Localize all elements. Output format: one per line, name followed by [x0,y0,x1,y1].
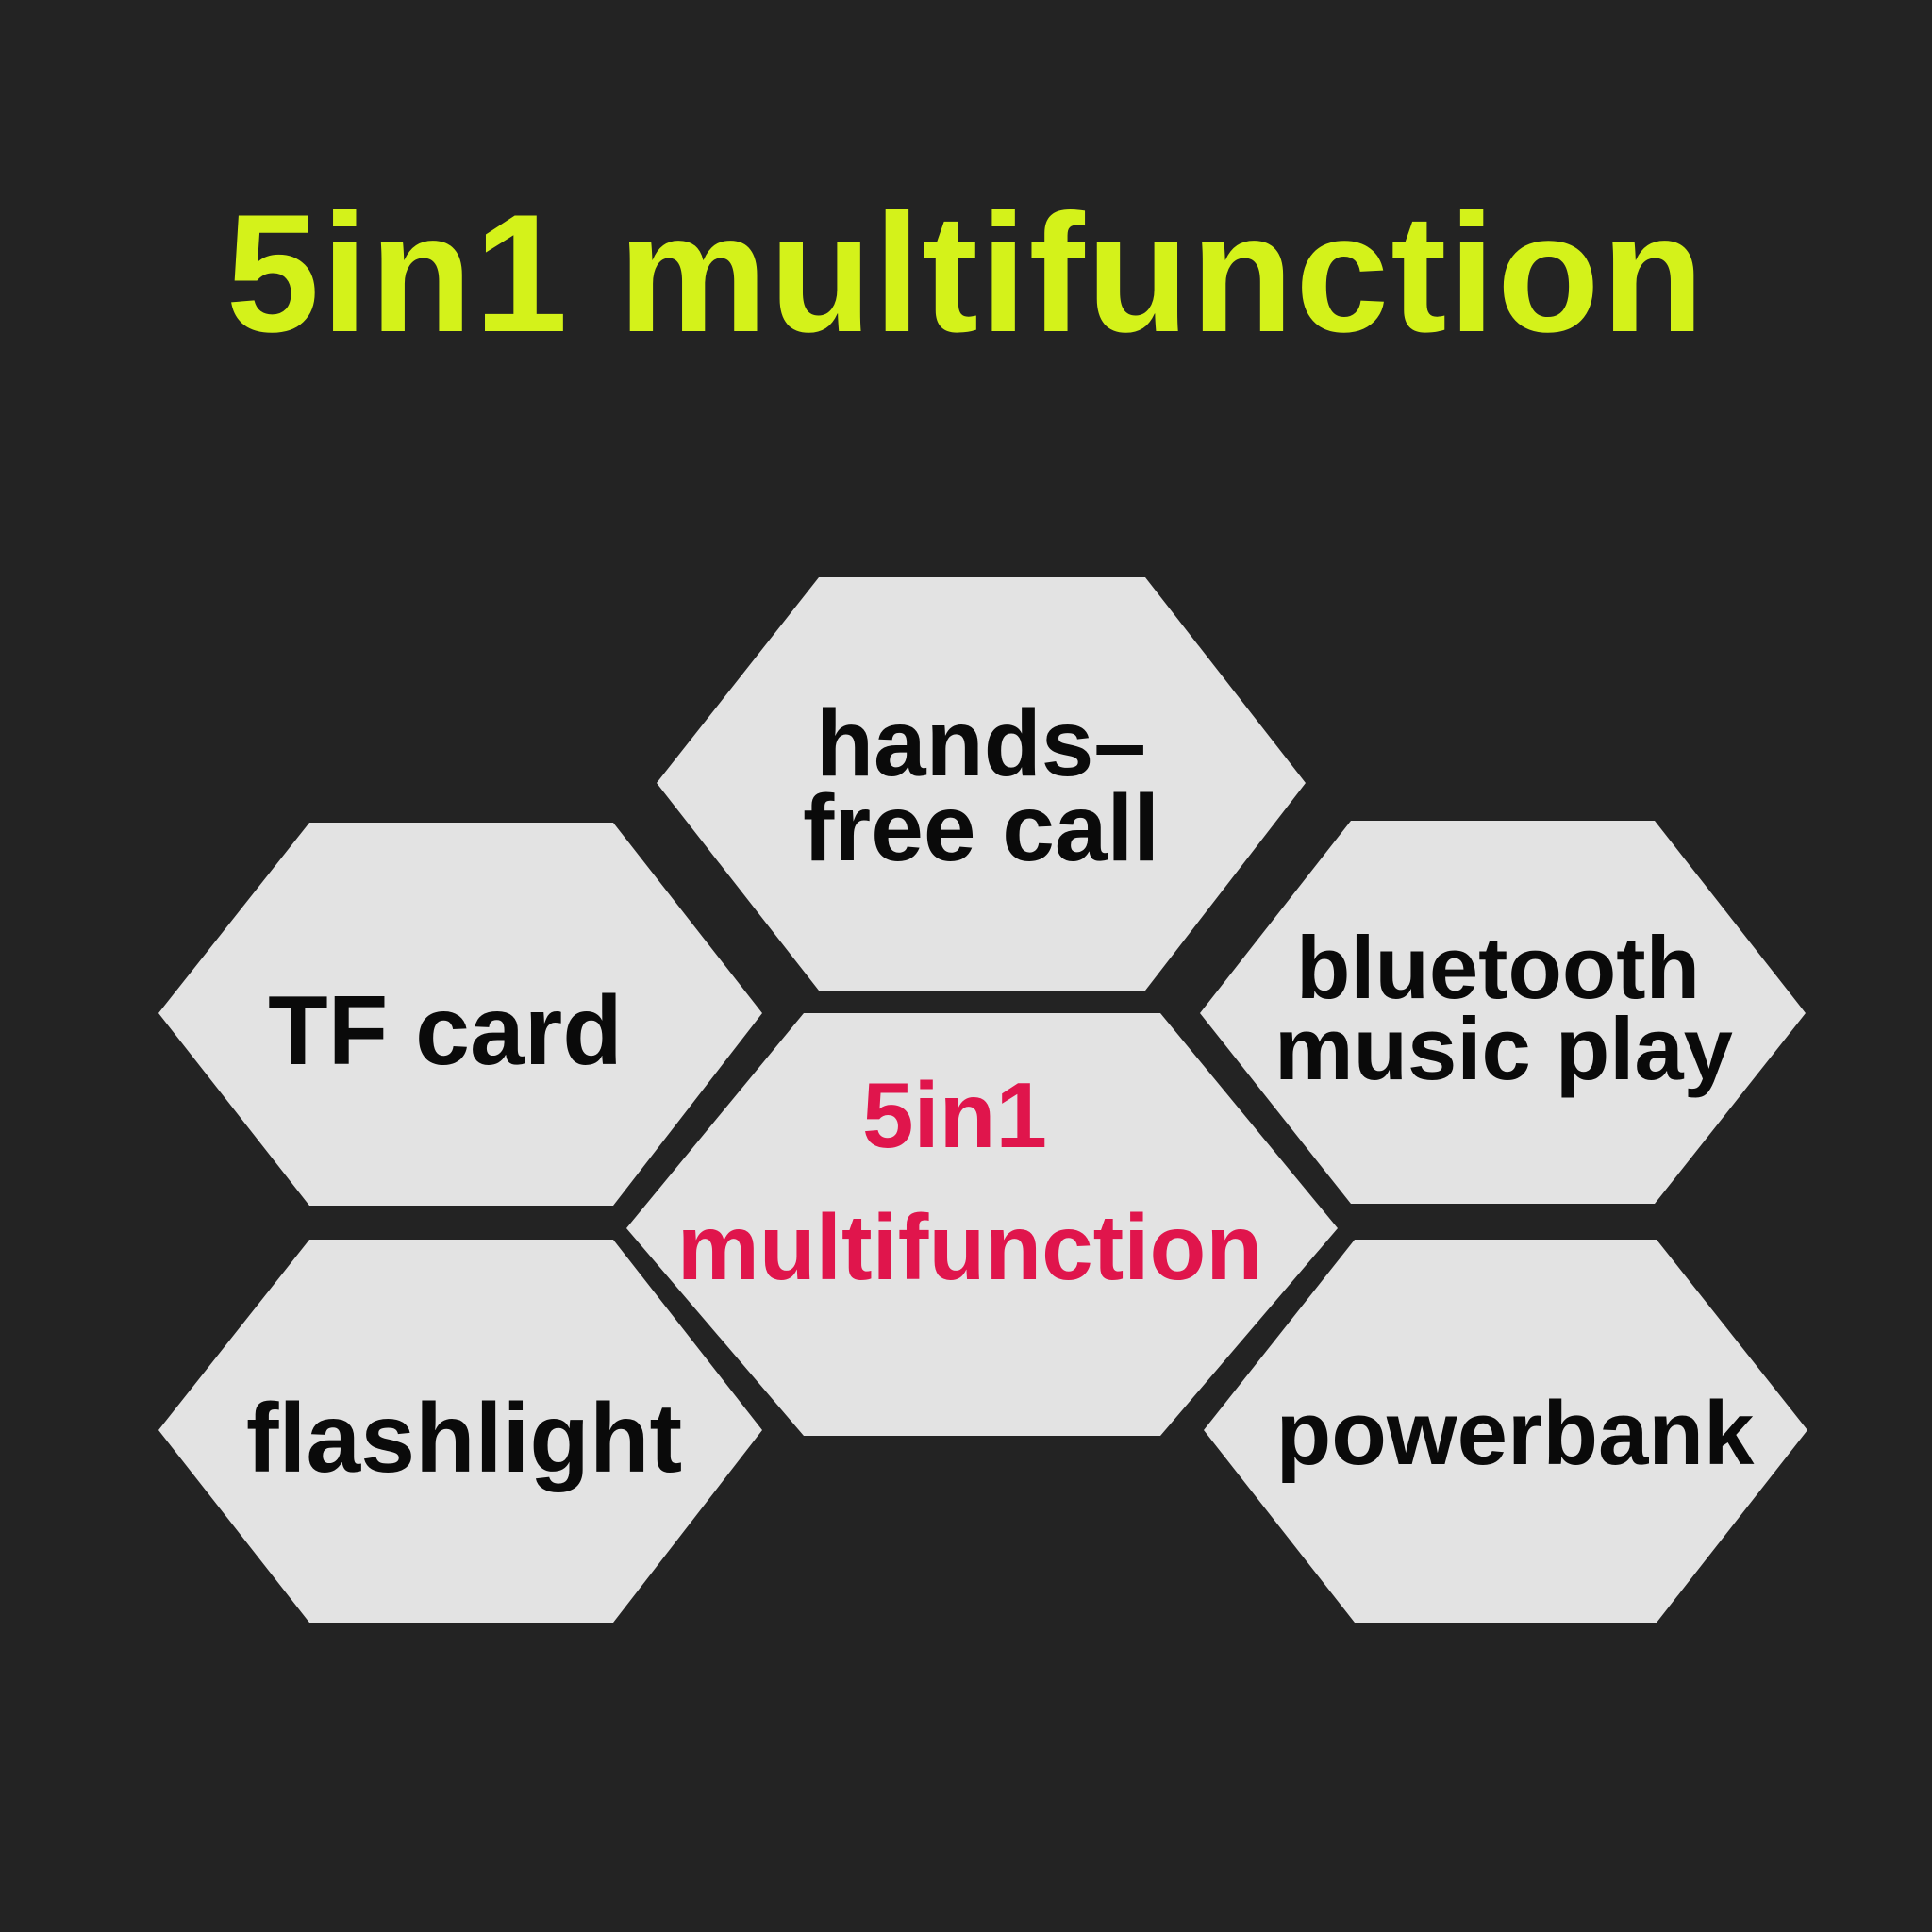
hex-center-shape [626,1013,1338,1436]
hex-flashlight: flashlight [158,1240,762,1623]
hex-powerbank: powerbank [1204,1240,1807,1623]
hex-handsfree-line2: free call [803,775,1159,881]
hex-tf-card-label: TF card [268,976,623,1086]
hex-bluetooth-line2: music play [1274,999,1733,1098]
headline-title: 5in1 multifunction [225,179,1707,367]
hex-tf-card-shape [158,823,762,1206]
hex-bluetooth-line1: bluetooth [1296,918,1700,1017]
hex-center: 5in1 multifunction [626,1013,1338,1436]
hex-bluetooth-shape [1200,821,1806,1204]
hex-handsfree-shape [657,577,1306,991]
hex-center-line2: multifunction [677,1195,1263,1299]
hex-flashlight-shape [158,1240,762,1623]
hex-flashlight-label: flashlight [246,1384,682,1493]
hex-powerbank-shape [1204,1240,1807,1623]
hex-center-line1: 5in1 [862,1063,1047,1167]
hex-tf-card: TF card [158,823,762,1206]
hex-bluetooth-music: bluetooth music play [1200,821,1806,1204]
hex-handsfree-call: hands– free call [657,577,1306,991]
hex-powerbank-label: powerbank [1276,1383,1755,1484]
hex-handsfree-line1: hands– [816,691,1146,796]
